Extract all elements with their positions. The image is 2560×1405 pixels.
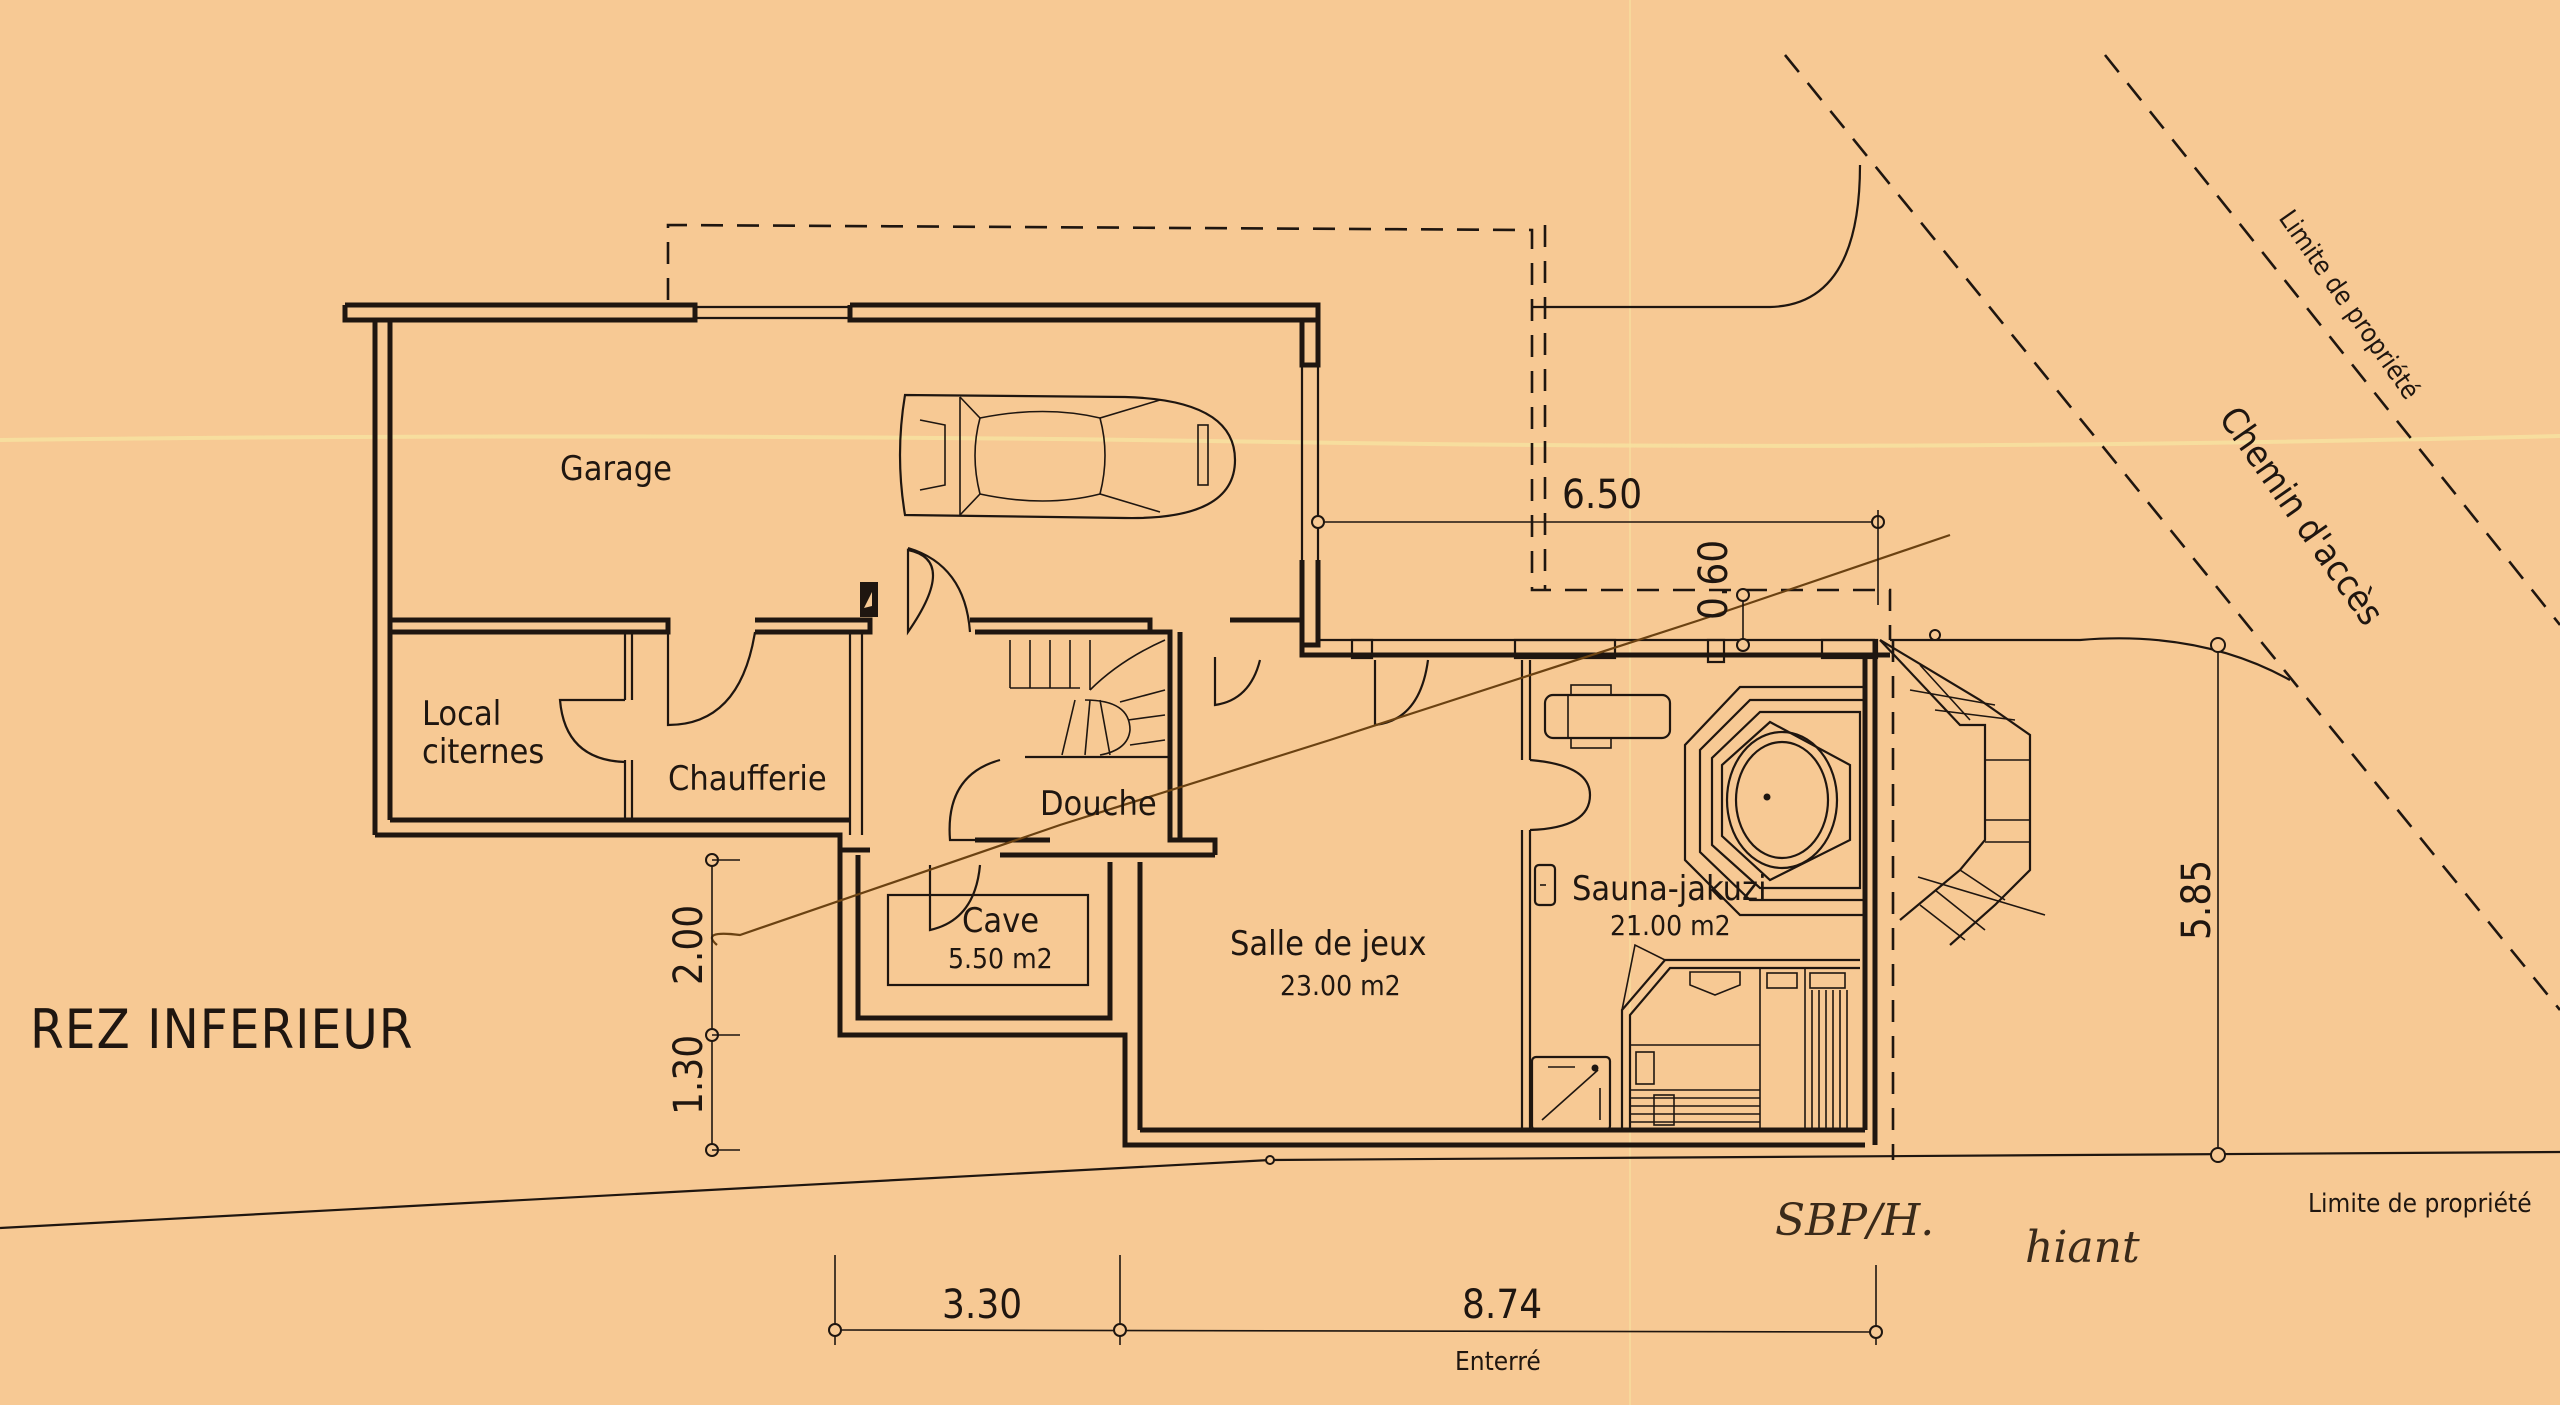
room-label-local-citernes-2: citernes [422,732,544,772]
dimension-bottom-left: 3.30 [942,1282,1022,1328]
massage-bed-icon [1543,684,1672,749]
dimension-top-width: 6.50 [1562,472,1642,518]
exterior-staircase [1879,639,2046,946]
bottom-site-line-right [1269,1150,2560,1162]
dimension-offset: 0.60 [1691,540,1737,620]
room-label-local-citernes-1: Local [422,694,501,734]
doors [558,546,1592,932]
site-boundary-curve [1890,637,2291,681]
drawing-title: REZ INFERIEUR [30,998,414,1061]
room-label-cave: Cave [962,901,1039,941]
car-icon [898,393,1237,520]
sink-icon [1533,863,1557,907]
dimension-bottom-note: Enterré [1455,1347,1541,1377]
handwritten-note-initials: SBP/H. [1775,1195,1934,1246]
dimension-left-upper: 2.00 [666,905,712,985]
dimension-left-lower: 1.30 [666,1035,712,1115]
interior-staircase [1009,639,1166,756]
room-label-chaufferie: Chaufferie [668,759,827,799]
room-label-salle-de-jeux: Salle de jeux [1230,924,1426,964]
electrical-panel-icon [860,582,878,617]
jacuzzi-icon [1683,685,1867,917]
dimension-bottom-right: 8.74 [1462,1282,1542,1328]
sauna-cabin [1620,943,1860,1130]
access-road-curve [1532,164,1862,309]
annotation-property-limit-diagonal: Limite de propriété [2272,205,2425,405]
bottom-site-line [0,1158,1271,1230]
dimension-right-height: 5.85 [2174,860,2220,940]
dimension-lines [705,510,2226,1345]
room-label-douche: Douche [1040,784,1157,824]
room-label-garage: Garage [560,449,672,489]
walls [342,302,1890,1148]
property-boundaries [666,54,2560,1160]
room-label-sauna-jakuzi: Sauna-jakuzi [1572,869,1767,909]
room-area-cave: 5.50 m2 [948,942,1053,975]
shower-icon [1530,1055,1612,1132]
room-area-salle-de-jeux: 23.00 m2 [1280,969,1401,1002]
handwritten-stroke [710,533,1951,946]
paper-fold-horizontal [0,434,2560,448]
handwritten-note-word: hiant [2025,1222,2140,1273]
room-area-sauna-jakuzi: 21.00 m2 [1610,909,1731,942]
annotation-access-path: Chemin d'accès [2211,400,2392,633]
annotation-property-limit-bottom: Limite de propriété [2308,1189,2532,1219]
